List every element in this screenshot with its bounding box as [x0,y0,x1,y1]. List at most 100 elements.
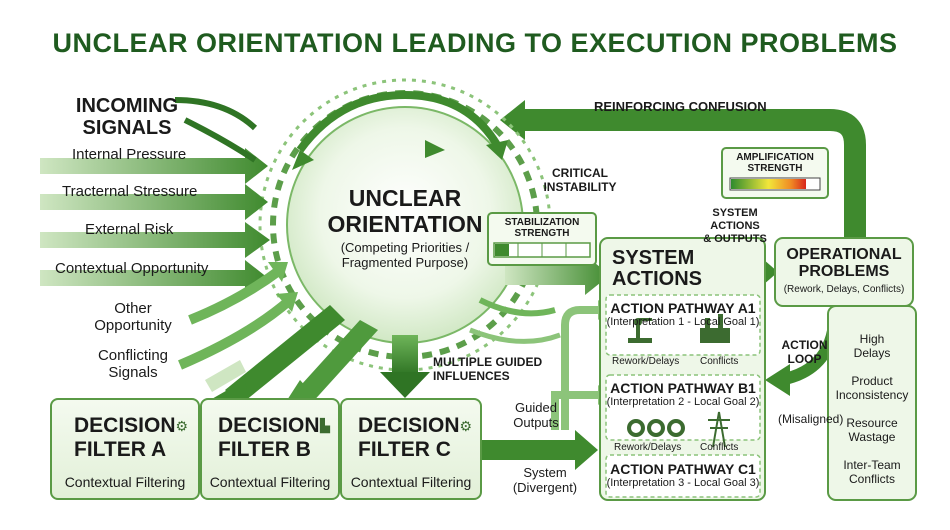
system-divergent-line1: System [523,465,567,480]
guided-outputs-label: Guided Outputs [506,400,566,430]
arrow-to-filter-a [225,305,345,405]
stabilization-line2: STRENGTH [514,228,570,239]
conflicting-line2: Signals [108,364,158,381]
decision-filter-a: DECISION FILTER A ⚙ Contextual Filtering [50,398,200,500]
action-loop-line1: ACTION [781,338,828,352]
system-actions-line1: SYSTEM [612,247,695,269]
factory-icon [700,314,730,343]
op-item-4-line1: Inter-Team [843,458,901,472]
arrow-to-filter-c [392,335,418,375]
op-item-1: High Delays [828,332,916,360]
signal-conflicting: Conflicting Signals [78,347,188,381]
incoming-heading: INCOMING SIGNALS [72,95,182,139]
pathway-c1: ACTION PATHWAY C1 (Interpretation 3 - Lo… [606,461,760,489]
pathway-b1: ACTION PATHWAY B1 (Interpretation 2 - Lo… [606,380,760,408]
pathway-c1-sub: (Interpretation 3 - Local Goal 3) [606,477,760,489]
filter-c-line2: FILTER C [358,438,451,461]
page-title: UNCLEAR ORIENTATION LEADING TO EXECUTION… [52,28,898,58]
filter-c-sub: Contextual Filtering [350,474,472,490]
filter-c-title: DECISION FILTER C [358,414,460,462]
orientation-label: UNCLEAR ORIENTATION (Competing Prioritie… [315,185,495,270]
filter-b-title: DECISION FILTER B [218,414,320,462]
operational-problems: OPERATIONAL PROBLEMS (Rework, Delays, Co… [775,246,913,295]
action-loop-label: ACTION LOOP [777,338,832,366]
incoming-heading-line2: SIGNALS [82,117,172,139]
orientation-title-line1: UNCLEAR [348,185,462,211]
amplification-fill [731,179,806,189]
signal-external-risk: External Risk [85,221,174,238]
gears-icon: ⚙ [459,418,472,434]
gears-icon [627,419,685,437]
filter-a-line2: FILTER A [74,438,167,461]
signal-internal-pressure: Internal Pressure [72,146,187,163]
reinforcing-confusion-label: REINFORCING CONFUSION [594,99,767,114]
operational-sub: (Rework, Delays, Conflicts) [783,284,905,295]
icon-label-conflicts-2: Conflicts [700,442,739,453]
op-item-4: Inter-Team Conflicts [828,458,916,486]
reinforcing-arrowhead [500,100,525,140]
icon-label-rework-2: Rework/Delays [614,442,682,453]
action-loop-line2: LOOP [787,352,822,366]
gears-icon: ⚙ [175,418,188,434]
filter-a-title: DECISION FILTER A [74,414,176,462]
factory-icon: ▙ [320,418,330,433]
system-divergent-line2: (Divergent) [512,480,578,495]
pathway-b1-sub: (Interpretation 2 - Local Goal 2) [606,396,760,408]
op-item-3-line1: Resource [846,416,898,430]
other-line2: Opportunity [94,317,172,334]
filter-c-line1: DECISION [358,414,460,437]
arrow-to-filter-b [292,320,378,405]
system-actions-line2: ACTIONS [612,268,702,290]
op-item-4-line2: Conflicts [848,472,895,486]
reinforcing-loop-arrow [520,109,866,240]
system-actions-outputs-label: SYSTEM ACTIONS & OUTPUTS [690,207,780,246]
signal-contextual-opportunity: Contextual Opportunity [55,260,209,277]
op-item-3-line2: Wastage [848,430,896,444]
incoming-arrows [40,148,270,296]
decision-filter-c: DECISION FILTER C ⚙ Contextual Filtering [340,398,482,500]
filter-a-line1: DECISION [74,414,176,437]
arrow-system-divergent [482,430,598,470]
critical-line2: INSTABILITY [543,180,617,194]
orientation-sub-line1: (Competing Priorities / [340,240,470,255]
icon-label-rework-1: Rework/Delays [612,356,680,367]
filter-a-sub: Contextual Filtering [64,474,186,490]
stabilization-line1: STABILIZATION [504,217,580,228]
stabilization-fill [495,244,509,256]
filter-b-line1: DECISION [218,414,320,437]
pathway-c1-title: ACTION PATHWAY C1 [610,461,756,477]
op-item-2-line1: Product [851,374,893,388]
pathway-a1: ACTION PATHWAY A1 (Interpretation 1 - Lo… [606,300,760,328]
multiple-guided-line1: MULTIPLE GUIDED [433,355,543,369]
incoming-heading-line1: INCOMING [75,95,179,117]
sao-line2: ACTIONS [710,220,760,232]
operational-title-line2: PROBLEMS [798,263,890,280]
guided-outputs-line2: Outputs [513,415,559,430]
pathway-a1-title: ACTION PATHWAY A1 [610,300,756,316]
multiple-guided-label: MULTIPLE GUIDED INFLUENCES [433,355,542,383]
op-item-2-line2: Inconsistency [835,388,909,402]
amplification-line2: STRENGTH [747,163,803,174]
critical-instability-label: CRITICAL INSTABILITY [535,166,625,194]
critical-line1: CRITICAL [552,166,608,180]
op-item-1-line2: Delays [853,346,891,360]
operational-list-panel [827,305,917,501]
signal-tracternal-stressure: Tracternal Stressure [62,183,198,200]
stabilization-label: STABILIZATION STRENGTH [488,217,596,239]
decision-filter-b: DECISION FILTER B ▙ Contextual Filtering [200,398,340,500]
pathway-a1-sub: (Interpretation 1 - Local Goal 1) [606,316,760,328]
operational-items: High Delays Product Inconsistency Resour… [828,332,916,486]
multiple-guided-line2: INFLUENCES [433,369,510,383]
op-item-2: Product Inconsistency [828,374,916,402]
sao-line3: & OUTPUTS [703,233,767,245]
op-item-3: Resource Wastage [828,416,916,444]
amplification-line1: AMPLIFICATION [736,152,814,163]
amplification-label: AMPLIFICATION STRENGTH [722,152,828,174]
guided-outputs-line1: Guided [515,400,557,415]
system-actions-title: SYSTEM ACTIONS [612,248,702,290]
conflicting-line1: Conflicting [97,347,169,364]
misaligned-label: (Misaligned) [778,412,844,426]
robot-arm-icon [628,318,652,343]
operational-title-line1: OPERATIONAL [786,246,902,263]
